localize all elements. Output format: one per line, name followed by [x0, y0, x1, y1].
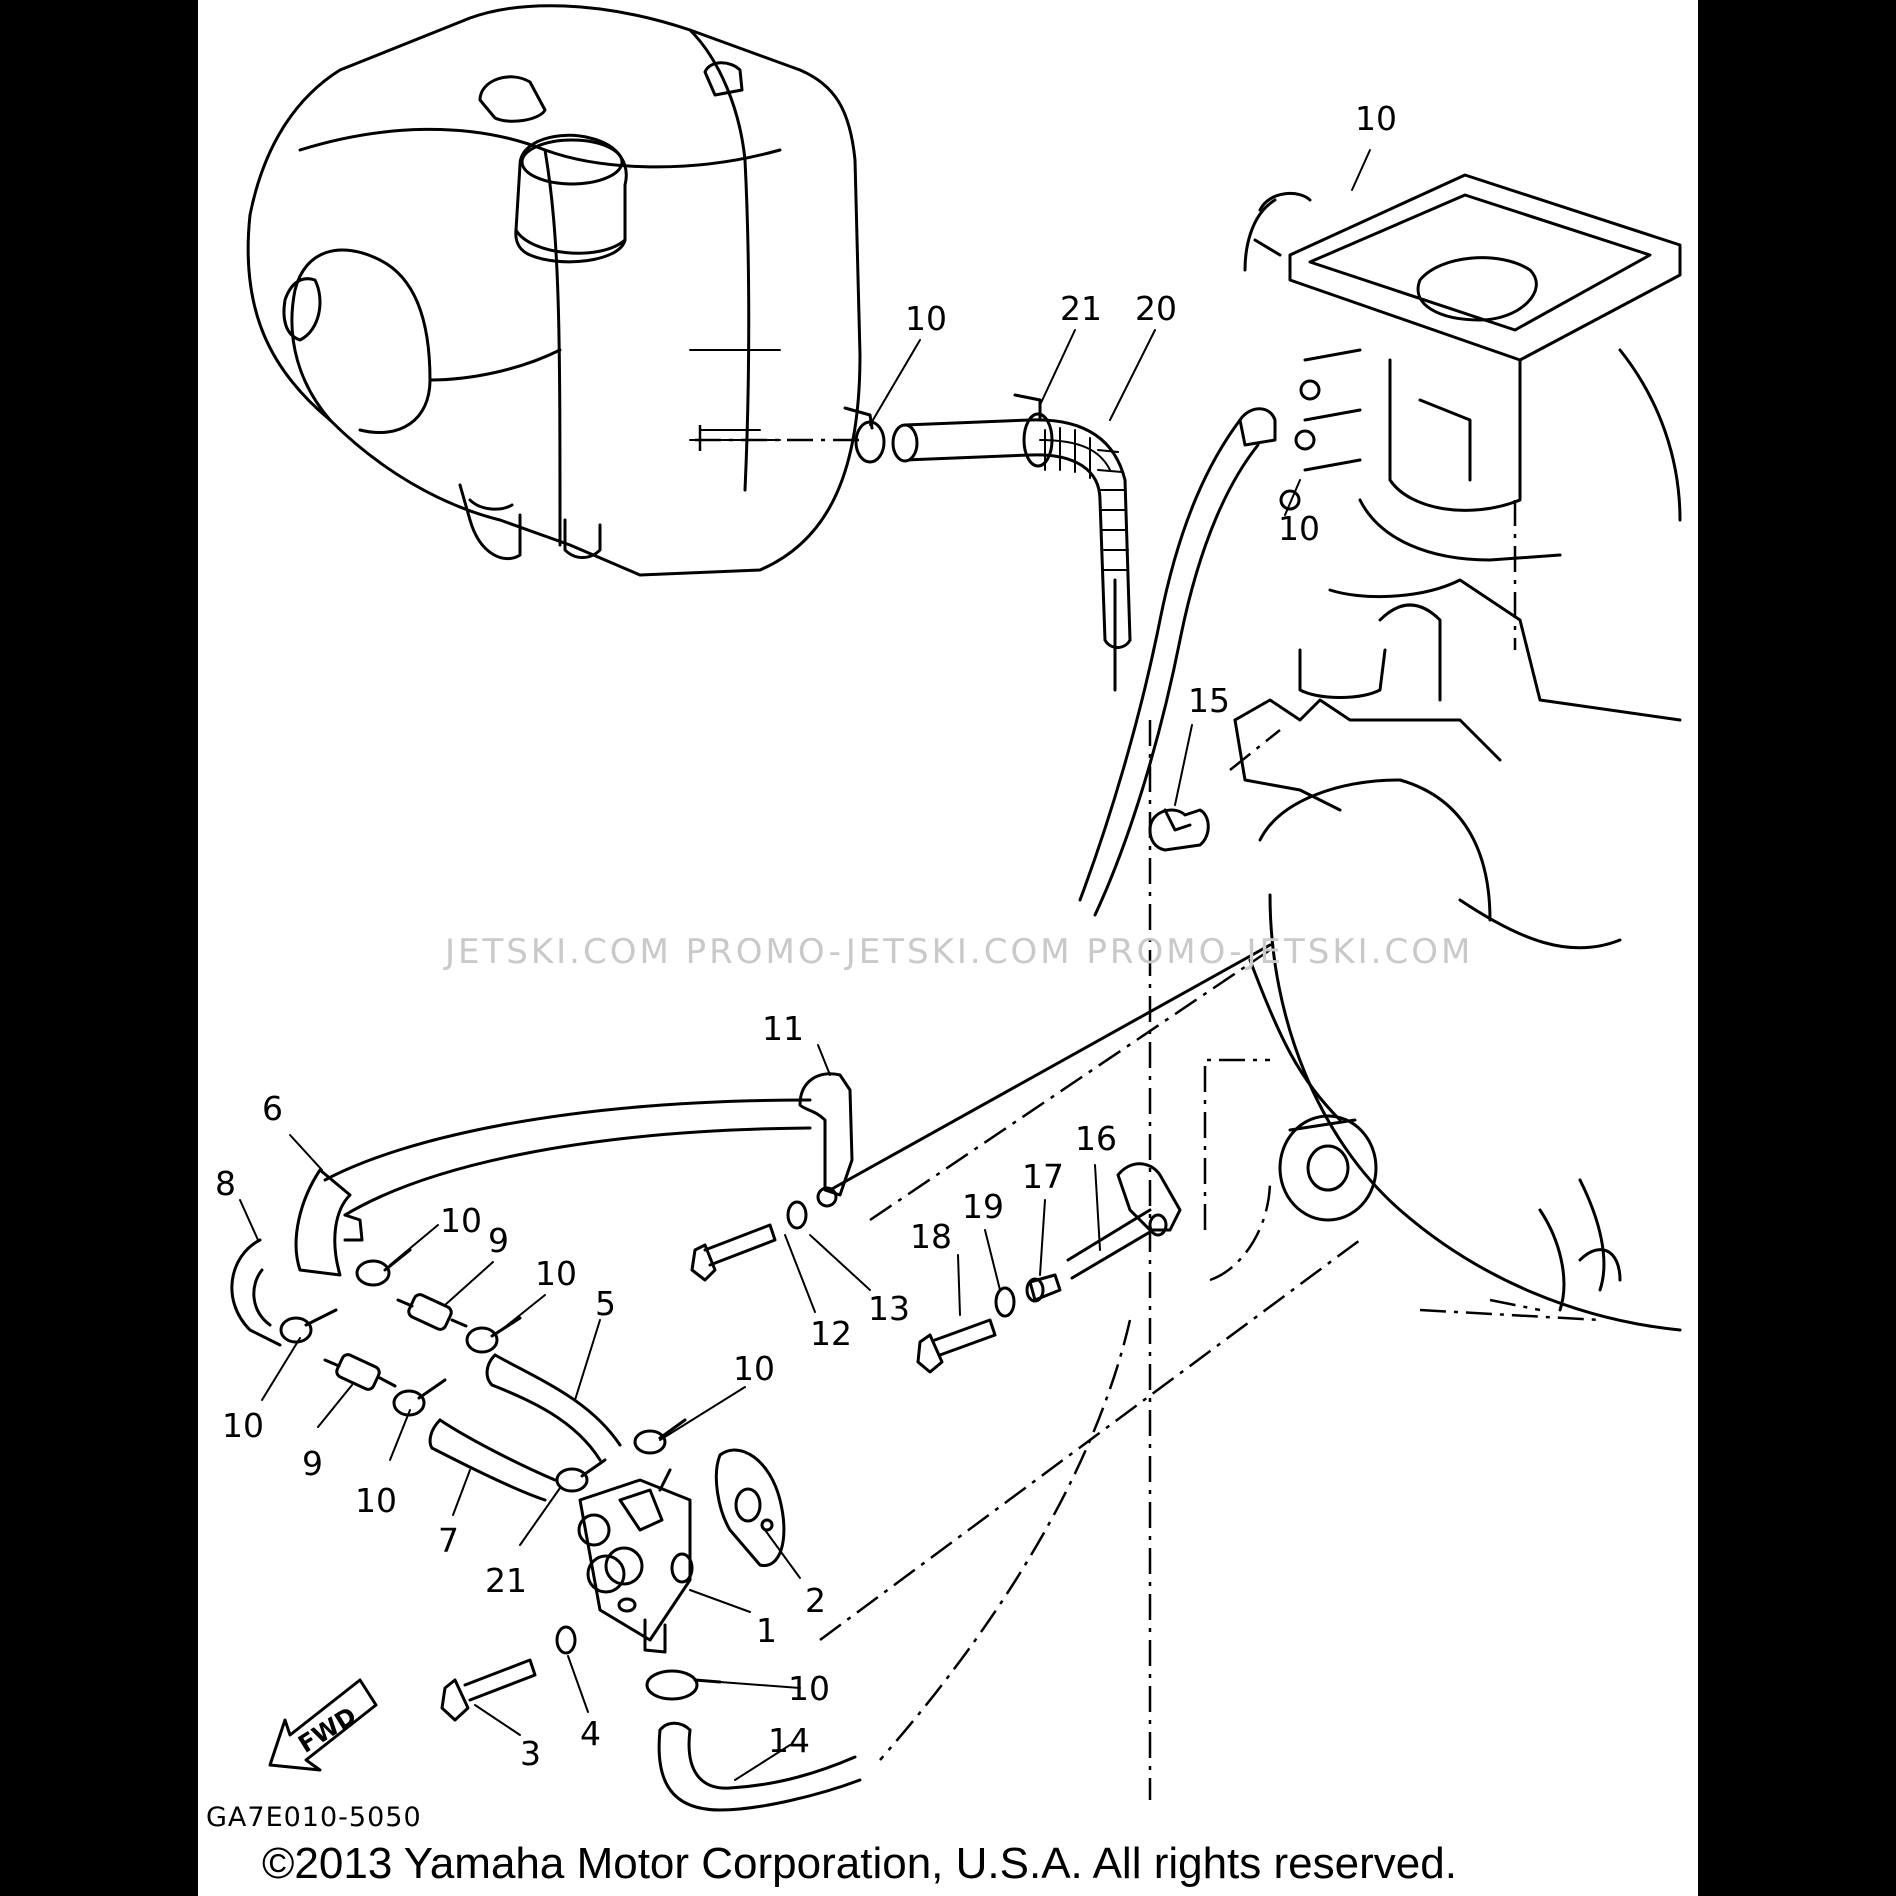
hose-clamp: [633, 1418, 687, 1455]
callout-10: 10: [733, 1349, 775, 1388]
callout-2: 2: [805, 1581, 826, 1620]
collar: [1025, 1273, 1062, 1303]
callout-7: 7: [438, 1521, 459, 1560]
callout-4: 4: [580, 1714, 601, 1753]
callout-10: 10: [222, 1406, 264, 1445]
callout-15: 15: [1188, 681, 1230, 720]
bolt: [440, 1658, 537, 1722]
intake-fittings: [1238, 191, 1362, 511]
delivery-hose: [1078, 198, 1277, 917]
oil-hose: [485, 1353, 622, 1462]
callout-14: 14: [768, 1721, 810, 1760]
callout-21: 21: [1060, 289, 1102, 328]
callout-10: 10: [355, 1481, 397, 1520]
gasket: [714, 1448, 786, 1567]
callout-12: 12: [810, 1314, 852, 1353]
callout-20: 20: [1135, 289, 1177, 328]
hose-clamp: [555, 1458, 607, 1493]
bolt: [690, 1223, 777, 1282]
callout-21: 21: [485, 1561, 527, 1600]
callout-17: 17: [1022, 1157, 1064, 1196]
tank-outlet-leader: [695, 425, 860, 455]
callout-19: 19: [962, 1187, 1004, 1226]
oil-hose: [230, 1238, 282, 1347]
callout-18: 18: [910, 1217, 952, 1256]
oil-hose: [428, 1418, 557, 1502]
hose-clamp: [279, 1308, 338, 1344]
oil-pump: [577, 1468, 694, 1654]
callout-10: 10: [1278, 509, 1320, 548]
callout-6: 6: [262, 1089, 283, 1128]
oil-hose-main: [891, 418, 1132, 692]
oil-tank: [246, 4, 862, 577]
bolt: [916, 1318, 997, 1374]
callout-8: 8: [215, 1164, 236, 1203]
forward-arrow: FWD: [268, 1678, 378, 1772]
callout-13: 13: [868, 1289, 910, 1328]
callout-11: 11: [762, 1009, 804, 1048]
assembly-guides: [819, 720, 1601, 1800]
engine-assembly: [1233, 173, 1682, 1332]
hose-clamp: [645, 1669, 722, 1701]
callout-10: 10: [788, 1669, 830, 1708]
callout-9: 9: [488, 1221, 509, 1260]
washer: [786, 1200, 808, 1230]
oil-hose: [657, 1721, 862, 1812]
callout-16: 16: [1075, 1119, 1117, 1158]
hose-clamp: [392, 1378, 447, 1417]
callout-10: 10: [905, 299, 947, 338]
mounting-bracket: [1066, 1162, 1182, 1280]
callout-10: 10: [535, 1254, 577, 1293]
copyright-notice: ©2013 Yamaha Motor Corporation, U.S.A. A…: [262, 1839, 1457, 1888]
callout-5: 5: [595, 1284, 616, 1323]
check-valve: [396, 1293, 468, 1331]
fwd-label: FWD: [293, 1702, 361, 1759]
oil-hose: [294, 1098, 812, 1277]
callout-9: 9: [302, 1444, 323, 1483]
callout-1: 1: [756, 1611, 777, 1650]
check-valve: [323, 1353, 397, 1391]
watermark: JETSKI.COM PROMO-JETSKI.COM PROMO-JETSKI…: [443, 932, 1473, 972]
hose-clip: [1148, 808, 1210, 852]
hose-clamp: [1013, 393, 1054, 468]
hose-bracket: [798, 943, 1272, 1208]
callout-labels: 10 10 21 20 10 15 11 6 8 10 9 10 5 12 13…: [215, 99, 1397, 1773]
callout-3: 3: [520, 1734, 541, 1773]
diagram-code: GA7E010-5050: [206, 1802, 422, 1833]
washer: [994, 1286, 1016, 1318]
callout-10: 10: [1355, 99, 1397, 138]
callout-10: 10: [440, 1201, 482, 1240]
washer: [555, 1625, 577, 1655]
hose-clamp: [465, 1316, 522, 1354]
leader-lines: [239, 149, 1371, 1781]
